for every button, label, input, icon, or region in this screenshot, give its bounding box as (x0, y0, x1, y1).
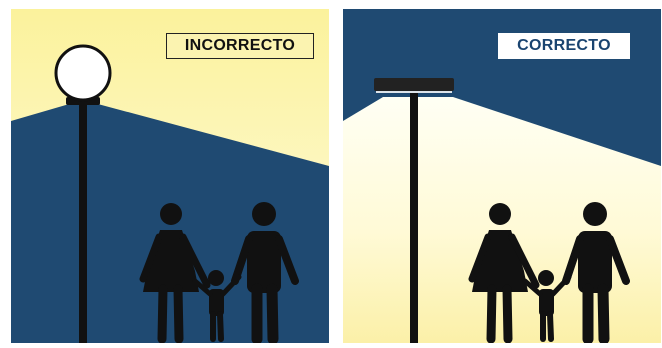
incorrect-lighting-panel: INCORRECTO (11, 9, 329, 343)
correct-label: CORRECTO (498, 33, 630, 59)
incorrect-scene (11, 9, 329, 343)
correct-scene (343, 9, 661, 343)
incorrect-label: INCORRECTO (166, 33, 314, 59)
correct-lighting-panel: CORRECTO (343, 9, 661, 343)
